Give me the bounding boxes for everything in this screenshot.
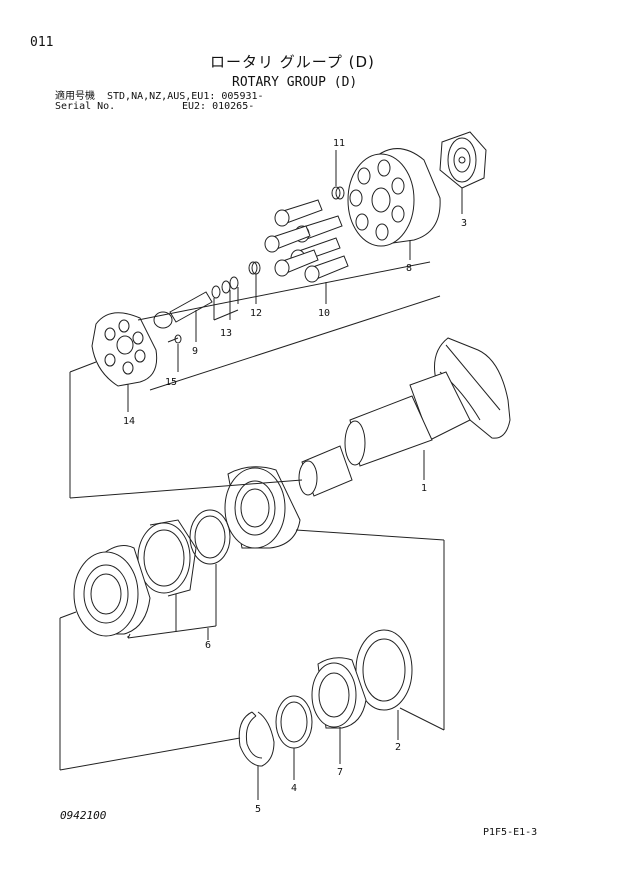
part-15-bolt xyxy=(167,334,182,344)
callout-5: 5 xyxy=(255,804,261,815)
callout-13: 13 xyxy=(220,328,232,339)
part-7-bearing xyxy=(311,657,367,729)
part-6-bearing-right xyxy=(224,466,301,549)
title-japanese: ロータリ グループ (D) xyxy=(210,53,375,71)
callout-14: 14 xyxy=(123,416,135,427)
serial-label-en: Serial No. xyxy=(55,101,116,112)
callout-2: 2 xyxy=(395,742,401,753)
callout-6: 6 xyxy=(205,640,211,651)
leader-lines xyxy=(59,150,463,800)
part-10-pistons xyxy=(264,199,349,283)
serial-range-1: STD,NA,NZ,AUS,EU1: 005931- xyxy=(107,91,264,102)
drawing-code: 0942100 xyxy=(60,809,107,822)
part-3-valve-plate xyxy=(439,131,487,189)
callout-10: 10 xyxy=(318,308,330,319)
callout-labels: 11 3 8 12 10 13 9 15 14 1 6 2 7 4 5 xyxy=(123,138,467,815)
part-6-snap-ring xyxy=(189,509,231,565)
page-reference: P1F5-E1-3 xyxy=(483,827,538,838)
part-8-cylinder-block xyxy=(347,148,441,247)
title-english: ROTARY GROUP (D) xyxy=(232,75,358,90)
callout-9: 9 xyxy=(192,346,198,357)
part-4-ring xyxy=(275,695,313,749)
callout-8: 8 xyxy=(406,263,412,274)
part-12-ring xyxy=(248,261,261,275)
callout-1: 1 xyxy=(421,483,427,494)
callout-4: 4 xyxy=(291,783,297,794)
part-6-spacer xyxy=(137,519,197,597)
serial-range-2: EU2: 010265- xyxy=(182,101,255,112)
part-13-spring-set xyxy=(211,276,239,299)
callout-12: 12 xyxy=(250,308,262,319)
part-6-bearing-left xyxy=(73,545,151,637)
callout-3: 3 xyxy=(461,218,467,229)
callout-7: 7 xyxy=(337,767,343,778)
callout-11: 11 xyxy=(333,138,345,149)
part-1-drive-shaft xyxy=(298,337,511,497)
page-number: 011 xyxy=(30,35,54,50)
serial-label-jp: 適用号機 xyxy=(55,91,95,102)
part-9-center-pin xyxy=(153,291,213,329)
part-5-snap-ring xyxy=(238,711,275,767)
part-14-retainer-plate xyxy=(91,312,158,387)
callout-15: 15 xyxy=(165,377,177,388)
part-11-ring xyxy=(331,186,345,200)
